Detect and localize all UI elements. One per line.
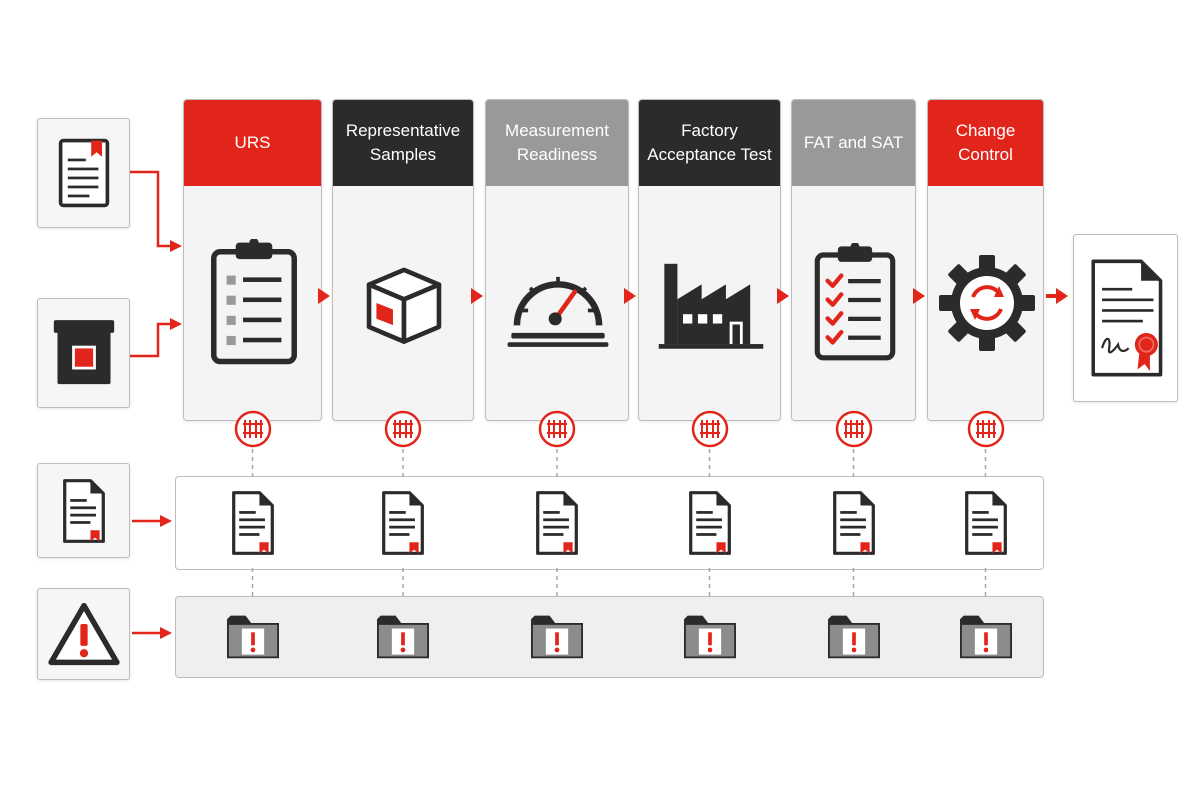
gear-cycle-icon — [928, 186, 1043, 420]
stage-card-fat-and-sat: FAT and SAT — [791, 99, 916, 421]
stage-card-urs: URS — [183, 99, 322, 421]
factory-icon — [639, 186, 780, 420]
input-connector-head — [170, 240, 182, 252]
stage-title: URS — [234, 133, 271, 153]
output-arrow-head — [1056, 288, 1068, 304]
gate-icon — [690, 409, 730, 449]
stage-header: Measurement Readiness — [486, 100, 628, 186]
bookmarked-document-icon — [37, 118, 130, 228]
alert-folder-icon — [824, 608, 884, 664]
warning-triangle-icon — [37, 588, 130, 680]
document-icon — [830, 488, 878, 558]
alert-folder-icon — [373, 608, 433, 664]
document-icon — [962, 488, 1010, 558]
gate-icon — [966, 409, 1006, 449]
alert-folder-icon — [956, 608, 1016, 664]
input-connector-head — [170, 318, 182, 330]
document-icon — [379, 488, 427, 558]
document-icon — [229, 488, 277, 558]
stage-title: Factory Acceptance Test — [647, 121, 772, 164]
stage-header: Factory Acceptance Test — [639, 100, 780, 186]
alert-folder-icon — [680, 608, 740, 664]
stage-header: Change Control — [928, 100, 1043, 186]
gate-icon — [383, 409, 423, 449]
sample-box-icon — [333, 186, 473, 420]
lane-panel-deviations — [175, 596, 1044, 678]
stage-title: Measurement Readiness — [505, 121, 609, 164]
lane-arrow-head — [160, 515, 172, 527]
alert-folder-icon — [527, 608, 587, 664]
stage-title: Representative Samples — [345, 121, 461, 164]
signed-certificate-icon — [1073, 234, 1178, 402]
stage-header: URS — [184, 100, 321, 186]
lane-panel-documentation — [175, 476, 1044, 570]
stage-card-representative-samples: Representative Samples — [332, 99, 474, 421]
document-icon — [686, 488, 734, 558]
gate-icon — [834, 409, 874, 449]
document-icon — [533, 488, 581, 558]
input-box-requirements-document — [37, 118, 130, 228]
gauge-icon — [486, 186, 628, 420]
input-connector-line — [130, 170, 170, 248]
gate-icon — [233, 409, 273, 449]
stage-card-measurement-readiness: Measurement Readiness — [485, 99, 629, 421]
stage-header: FAT and SAT — [792, 100, 915, 186]
stage-title: FAT and SAT — [803, 133, 904, 153]
alert-folder-icon — [223, 608, 283, 664]
input-connector-line — [130, 322, 170, 358]
document-icon — [37, 463, 130, 558]
stage-card-change-control: Change Control — [927, 99, 1044, 421]
stage-title: Change Control — [955, 121, 1016, 164]
sample-container-icon — [37, 298, 130, 408]
checklist-icon — [792, 186, 915, 420]
stage-header: Representative Samples — [333, 100, 473, 186]
clipboard-list-icon — [184, 186, 321, 420]
gate-icon — [537, 409, 577, 449]
lane-arrow-head — [160, 627, 172, 639]
stage-card-factory-acceptance-test: Factory Acceptance Test — [638, 99, 781, 421]
